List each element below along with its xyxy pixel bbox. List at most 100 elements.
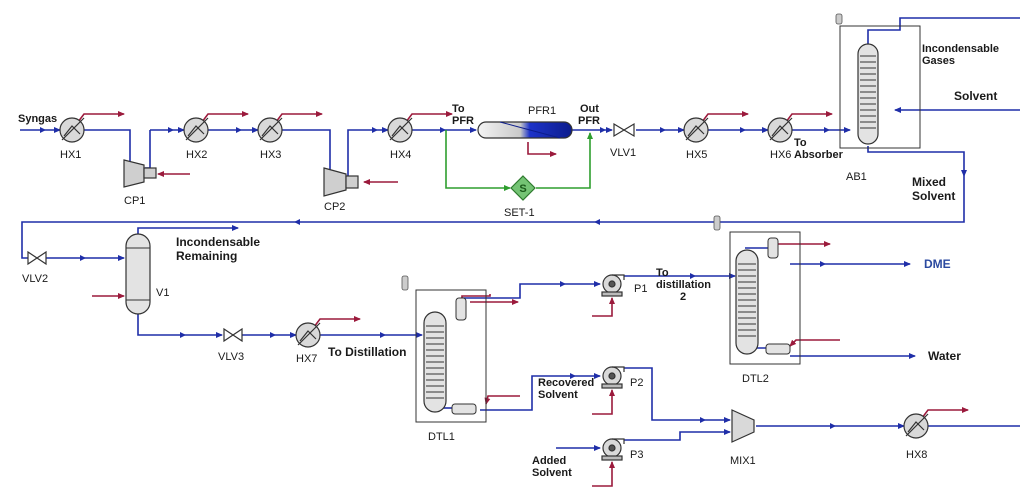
stream-cp2-hx4[interactable]	[347, 127, 389, 178]
to-distillation-2-label-2: distillation	[656, 279, 711, 291]
added-solvent-label-2: Solvent	[532, 467, 572, 479]
dtl1-column[interactable]	[401, 275, 487, 423]
cp2-icon[interactable]	[323, 167, 359, 197]
stream-dtl1-p1[interactable]	[461, 281, 601, 310]
hx7-label: HX7	[296, 353, 317, 365]
vlv3-label: VLV3	[218, 351, 244, 363]
solvent-label: Solvent	[954, 89, 997, 103]
to-pfr-label-2: PFR	[452, 115, 474, 127]
hx3-icon[interactable]	[257, 117, 283, 143]
stream-incondensable-remaining[interactable]	[137, 225, 239, 236]
hx1-icon[interactable]	[59, 117, 85, 143]
p1-label: P1	[634, 283, 647, 295]
dtl2-handle-icon	[713, 215, 721, 231]
stream-recovered-solvent[interactable]	[480, 373, 601, 411]
to-absorber-label-1: To	[794, 137, 807, 149]
recovered-solvent-label-1: Recovered	[538, 377, 594, 389]
incondensable-gases-label-1: Incondensable	[922, 43, 999, 55]
set1-label: SET-1	[504, 207, 535, 219]
vlv1-label: VLV1	[610, 147, 636, 159]
ab1-handle-icon	[835, 13, 843, 25]
dtl2-column[interactable]	[713, 215, 801, 365]
utility-streams	[77, 111, 969, 487]
dtl1-label: DTL1	[428, 431, 455, 443]
stream-bypass-out[interactable]	[536, 132, 593, 189]
set1-icon[interactable]: S	[510, 175, 536, 201]
process-streams	[20, 17, 1020, 451]
hx2-icon[interactable]	[183, 117, 209, 143]
pfr1-icon[interactable]	[477, 121, 573, 139]
compressors	[123, 159, 359, 197]
hx1-label: HX1	[60, 149, 81, 161]
heat-exchangers	[59, 117, 929, 439]
dtl1-handle-icon	[401, 275, 409, 291]
p1-icon[interactable]	[601, 274, 625, 297]
water-label: Water	[928, 349, 961, 363]
stream-labels: Syngas To PFR Out PFR To Absorber Incond…	[18, 43, 999, 479]
hx3-label: HX3	[260, 149, 281, 161]
v1-flash-drum[interactable]	[125, 233, 151, 315]
hx8-label: HX8	[906, 449, 927, 461]
pumps	[601, 274, 625, 461]
v1-label: V1	[156, 287, 169, 299]
p2-label: P2	[630, 377, 643, 389]
hx2-label: HX2	[186, 149, 207, 161]
incondensable-remaining-label-1: Incondensable	[176, 235, 260, 249]
valves	[27, 122, 635, 343]
to-distillation-2-label-3: 2	[680, 291, 686, 303]
incondensable-remaining-label-2: Remaining	[176, 249, 237, 263]
stream-mixed-solvent-cont[interactable]	[21, 176, 965, 259]
flow-direction-arrows	[40, 127, 836, 429]
incondensable-gases-label-2: Gases	[922, 55, 955, 67]
hx8-icon[interactable]	[903, 413, 929, 439]
hx6-label: HX6	[770, 149, 791, 161]
mix1-label: MIX1	[730, 455, 756, 467]
dtl1-condenser	[455, 297, 467, 321]
equipment-labels: HX1 HX2 HX3 HX4 HX5 HX6 HX7 HX8 CP1 CP2 …	[22, 105, 927, 467]
to-absorber-label-2: Absorber	[794, 149, 844, 161]
out-pfr-label-2: PFR	[578, 115, 600, 127]
mixed-solvent-label-1: Mixed	[912, 175, 946, 189]
ab1-absorber[interactable]	[835, 13, 921, 149]
p3-label: P3	[630, 449, 643, 461]
ab1-label: AB1	[846, 171, 867, 183]
set1-symbol: S	[519, 183, 526, 195]
vlv3-icon[interactable]	[223, 327, 243, 343]
stream-hx3-cp2[interactable]	[282, 129, 331, 172]
stream-p2-mix1[interactable]	[624, 367, 731, 423]
p3-icon[interactable]	[601, 438, 625, 461]
stream-p3-mix1[interactable]	[624, 429, 731, 441]
to-distillation-label: To Distillation	[328, 345, 406, 359]
recovered-solvent-label-2: Solvent	[538, 389, 578, 401]
dtl2-reboiler	[765, 343, 791, 355]
dtl2-label: DTL2	[742, 373, 769, 385]
dtl1-reboiler	[451, 403, 477, 415]
vlv1-icon[interactable]	[613, 122, 635, 138]
stream-incondensable-gases[interactable]	[867, 17, 1020, 44]
vlv2-icon[interactable]	[27, 250, 47, 266]
added-solvent-label-1: Added	[532, 455, 566, 467]
hx5-icon[interactable]	[683, 117, 709, 143]
stream-v1-vlv3[interactable]	[137, 312, 223, 338]
to-distillation-2-label-1: To	[656, 267, 669, 279]
hx4-icon[interactable]	[387, 117, 413, 143]
stream-bypass-in[interactable]	[445, 130, 511, 191]
pfr1-label: PFR1	[528, 105, 556, 117]
set1-bypass	[445, 130, 593, 191]
syngas-label: Syngas	[18, 113, 57, 125]
stream-mixed-solvent[interactable]	[867, 146, 967, 177]
cp1-icon[interactable]	[123, 159, 157, 188]
hx7-icon[interactable]	[295, 322, 321, 348]
p2-icon[interactable]	[601, 366, 625, 389]
hx6-icon[interactable]	[767, 117, 793, 143]
dtl2-condenser	[767, 237, 779, 259]
dme-label: DME	[924, 257, 951, 271]
mix1-icon[interactable]	[731, 409, 755, 443]
cp2-label: CP2	[324, 201, 345, 213]
stream-hx1-cp1[interactable]	[84, 129, 131, 165]
hx4-label: HX4	[390, 149, 411, 161]
hx5-label: HX5	[686, 149, 707, 161]
to-pfr-label-1: To	[452, 103, 465, 115]
out-pfr-label-1: Out	[580, 103, 599, 115]
